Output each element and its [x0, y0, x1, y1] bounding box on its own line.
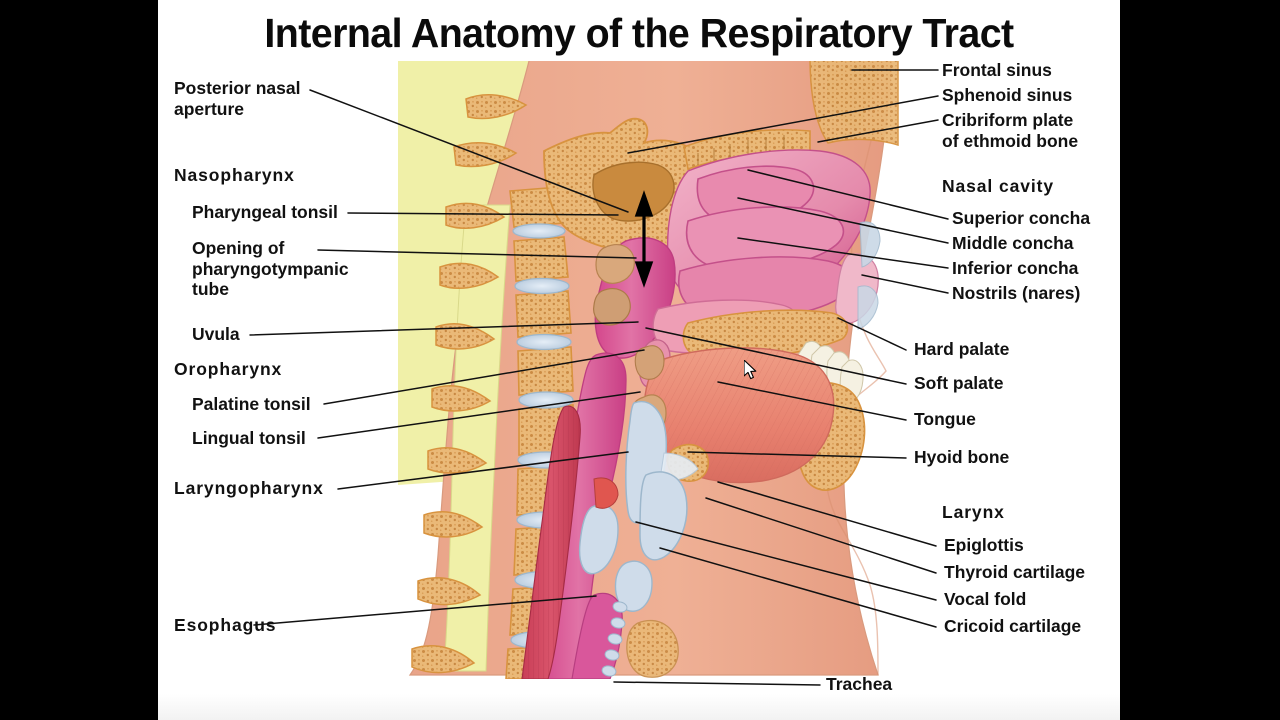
label-esophagus: Esophagus	[174, 615, 277, 635]
letterbox-right	[1120, 0, 1280, 720]
label-palatine-tonsil: Palatine tonsil	[192, 394, 311, 414]
label-tongue: Tongue	[914, 409, 976, 429]
label-cricoid-cartilage: Cricoid cartilage	[944, 616, 1082, 636]
label-laryngopharynx: Laryngopharynx	[174, 478, 324, 498]
letterbox-left	[0, 0, 158, 720]
mouse-cursor	[744, 360, 757, 380]
slide-canvas: Internal Anatomy of the Respiratory Trac…	[158, 0, 1120, 720]
nasal-cartilage	[859, 221, 881, 268]
label-pharyngeal-tonsil: Pharyngeal tonsil	[192, 202, 338, 222]
label-nasopharynx: Nasopharynx	[174, 165, 295, 185]
pharyngotympanic-tube-opening	[593, 288, 631, 326]
label-posterior-nasal-aperture: Posterior nasal aperture	[174, 78, 301, 119]
alar-cartilage	[857, 285, 879, 330]
trachea	[571, 592, 628, 679]
label-superior-concha: Superior concha	[952, 208, 1091, 228]
label-frontal-sinus: Frontal sinus	[942, 60, 1052, 80]
label-uvula: Uvula	[192, 324, 240, 344]
page-title: Internal Anatomy of the Respiratory Trac…	[264, 10, 1014, 56]
label-sphenoid-sinus: Sphenoid sinus	[942, 85, 1073, 105]
label-oropharynx: Oropharynx	[174, 359, 283, 379]
label-middle-concha: Middle concha	[952, 233, 1074, 253]
anatomy-illustration	[358, 55, 918, 685]
label-larynx: Larynx	[942, 502, 1005, 522]
label-cribriform-plate-of-ethmoid-bone: Cribriform plate of ethmoid bone	[942, 110, 1079, 151]
label-vocal-fold: Vocal fold	[944, 589, 1027, 609]
palatine-tonsil	[634, 345, 665, 380]
vocal-fold	[578, 504, 619, 575]
label-thyroid-cartilage: Thyroid cartilage	[944, 562, 1086, 582]
frontal-bone	[809, 61, 899, 147]
label-trachea: Trachea	[826, 674, 893, 694]
tracheal-rings	[601, 601, 628, 677]
label-soft-palate: Soft palate	[914, 373, 1004, 393]
label-opening-of-pharyngotympanic-tube: Opening of pharyngotympanic tube	[192, 238, 349, 299]
label-epiglottis: Epiglottis	[944, 535, 1024, 555]
label-nasal-cavity: Nasal cavity	[942, 176, 1054, 196]
label-inferior-concha: Inferior concha	[952, 258, 1079, 278]
label-hyoid-bone: Hyoid bone	[914, 447, 1010, 467]
label-nostrils-nares: Nostrils (nares)	[952, 283, 1081, 303]
label-lingual-tonsil: Lingual tonsil	[192, 428, 306, 448]
label-hard-palate: Hard palate	[914, 339, 1010, 359]
nasopharynx-extent-arrow	[634, 190, 654, 288]
thyroid-gland	[626, 619, 679, 678]
pharyngeal-tonsil	[595, 244, 635, 284]
